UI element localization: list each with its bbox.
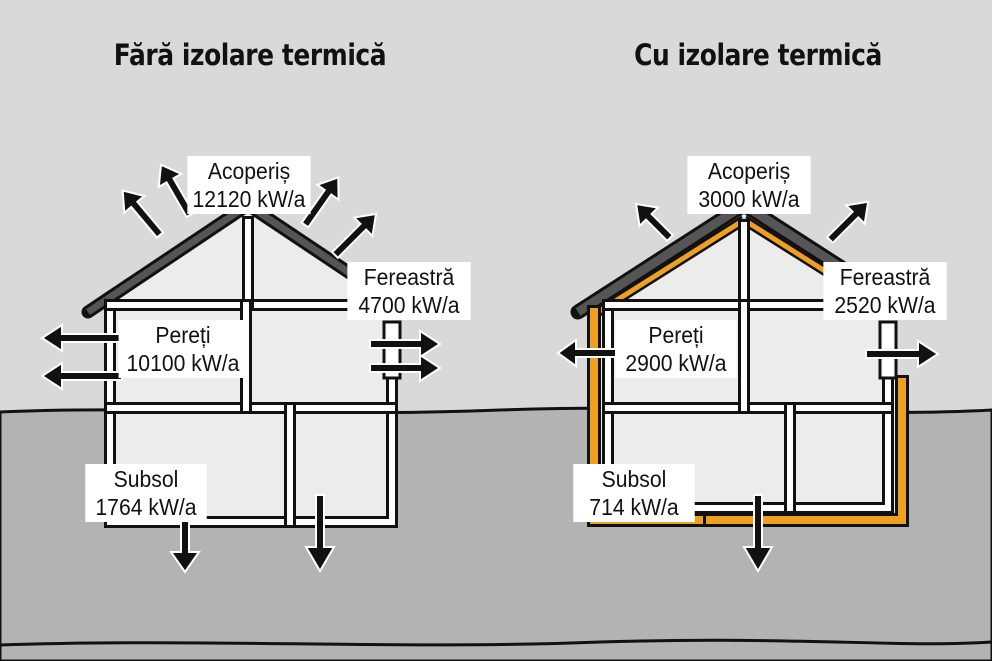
heat-loss-arrow-icon xyxy=(556,200,940,573)
label-roof-name: Acoperiș xyxy=(207,158,291,184)
label-walls-name: Pereți xyxy=(648,322,704,348)
label-window-name: Fereastră xyxy=(363,264,455,290)
ground-bottom-line xyxy=(0,638,992,647)
label-window-value: 2520 kW/a xyxy=(834,292,936,318)
label-window-insulated: Fereastră 2520 kW/a xyxy=(823,262,947,320)
label-basement-uninsulated: Subsol 1764 kW/a xyxy=(85,464,207,522)
label-roof-value: 12120 kW/a xyxy=(192,186,306,212)
label-walls-name: Pereți xyxy=(155,322,211,348)
label-roof-insulated: Acoperiș 3000 kW/a xyxy=(687,156,811,214)
label-basement-name: Subsol xyxy=(113,466,179,492)
label-walls-value: 2900 kW/a xyxy=(625,350,727,376)
label-window-uninsulated: Fereastră 4700 kW/a xyxy=(347,262,471,320)
label-walls-uninsulated: Pereți 10100 kW/a xyxy=(118,320,248,378)
label-basement-value: 1764 kW/a xyxy=(95,494,197,520)
label-window-value: 4700 kW/a xyxy=(358,292,460,318)
label-roof-value: 3000 kW/a xyxy=(698,186,800,212)
heat-loss-arrow-icon xyxy=(40,163,442,574)
label-walls-insulated: Pereți 2900 kW/a xyxy=(615,320,737,378)
title-uninsulated: Fără izolare termică xyxy=(113,38,387,72)
house-insulated xyxy=(570,197,918,527)
label-basement-insulated: Subsol 714 kW/a xyxy=(573,464,695,522)
label-basement-value: 714 kW/a xyxy=(589,494,679,520)
title-insulated: Cu izolare termică xyxy=(634,38,882,72)
label-roof-uninsulated: Acoperiș 12120 kW/a xyxy=(187,156,311,214)
label-walls-value: 10100 kW/a xyxy=(126,350,240,376)
label-basement-name: Subsol xyxy=(601,466,667,492)
label-roof-name: Acoperiș xyxy=(707,158,791,184)
label-window-name: Fereastră xyxy=(839,264,931,290)
